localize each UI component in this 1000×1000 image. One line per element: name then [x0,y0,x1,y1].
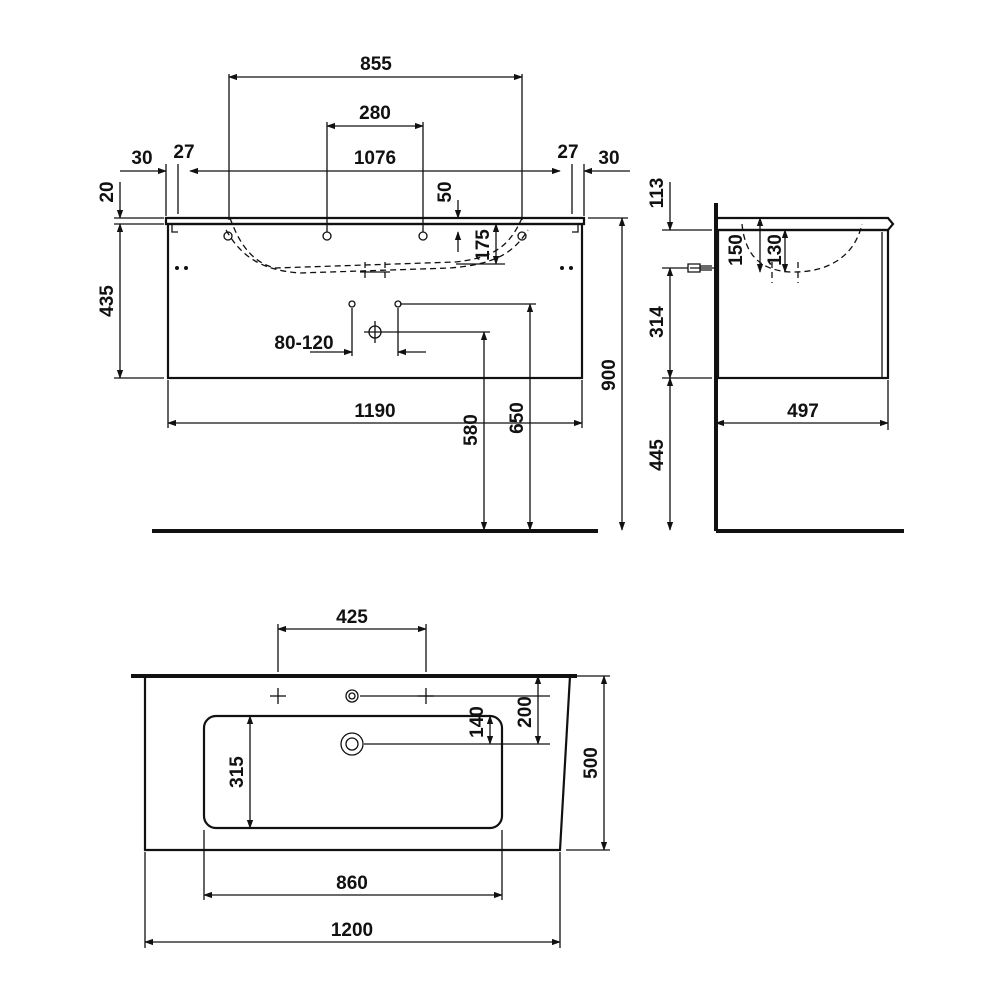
dim-80-120: 80-120 [274,333,333,354]
side-bowl-hidden [741,223,863,273]
front-cabinet [166,222,584,380]
dim-50: 50 [435,181,456,202]
dim-314: 314 [647,306,668,338]
front-hole-4 [517,231,527,241]
side-waste-hidden [771,262,799,283]
front-left-hole-a [175,266,179,270]
front-left-hole-b [184,266,188,270]
top-bowl [202,714,504,830]
dim-497: 497 [787,401,819,422]
dim-1190: 1190 [354,401,395,422]
side-wall-fixing [687,263,716,273]
dim-445: 445 [647,439,668,471]
top-waste-inner [345,737,359,751]
dim-855: 855 [360,54,392,75]
front-view: 855 280 1076 30 27 27 30 20 50 175 435 8… [97,54,630,533]
dim-20: 20 [97,181,118,202]
side-cabinet [716,228,890,380]
top-tap-hole [345,689,359,703]
dim-500: 500 [581,747,602,779]
dim-280: 280 [359,103,391,124]
dim-200: 200 [515,696,536,728]
dim-30-right: 30 [598,148,619,169]
front-right-hole-b [569,266,573,270]
front-hole-2 [322,231,332,241]
dim-175: 175 [473,229,494,261]
dim-425: 425 [336,607,368,628]
dim-580: 580 [461,414,482,446]
dim-130: 130 [765,234,786,266]
dim-900: 900 [599,359,620,391]
dim-315: 315 [227,756,248,788]
dim-860: 860 [336,873,368,894]
dim-150: 150 [726,234,747,266]
top-waste-outer [340,732,364,756]
front-supply-left [348,300,356,308]
front-right-hole-a [560,266,564,270]
front-bowl-hidden [229,217,523,269]
front-left-fixing [171,224,178,233]
side-basin-top [718,216,895,232]
dim-27-right: 27 [557,142,578,163]
dim-1200: 1200 [331,920,373,941]
dim-113: 113 [647,178,668,209]
top-outline [143,675,572,852]
dim-650: 650 [507,402,528,434]
dim-1076: 1076 [354,148,396,169]
front-hole-1 [223,231,233,241]
dim-140: 140 [467,706,488,738]
top-view: 425 200 140 315 500 860 1200 [131,607,610,948]
front-bowl-hidden-inner [225,229,529,274]
dim-30-left: 30 [131,148,152,169]
front-hole-3 [418,231,428,241]
side-view: 113 150 130 314 497 445 [647,178,904,533]
front-right-fixing [572,224,579,233]
dim-435: 435 [97,285,118,317]
dim-27-left: 27 [173,142,194,163]
